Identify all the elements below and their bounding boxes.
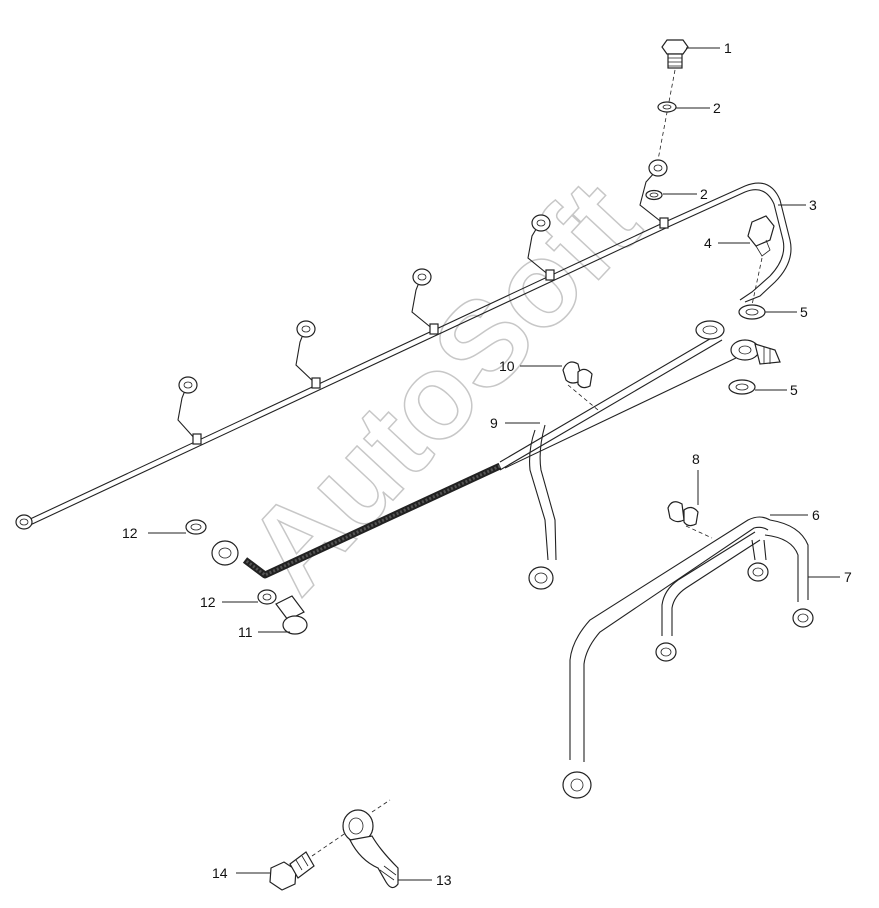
- callout-13: 13: [398, 872, 452, 888]
- callout-3: 3: [778, 197, 817, 213]
- banjo-elbow-13: [342, 809, 399, 889]
- sealing-washer-12-lower: [257, 589, 277, 605]
- callout-2-lower: 2: [663, 186, 708, 202]
- svg-text:12: 12: [122, 525, 138, 541]
- sealing-washer-lower: [645, 189, 663, 201]
- callout-5-lower: 5: [755, 382, 798, 398]
- callout-11: 11: [238, 624, 290, 640]
- svg-text:5: 5: [790, 382, 798, 398]
- svg-text:4: 4: [704, 235, 712, 251]
- return-pipe-6: [562, 516, 771, 799]
- return-pipe-assembly: [499, 320, 737, 590]
- sealing-washer-5-upper: [738, 304, 766, 320]
- svg-text:12: 12: [200, 594, 216, 610]
- sealing-washer-5-lower: [728, 379, 756, 395]
- callout-12-lower: 12: [200, 594, 258, 610]
- svg-text:13: 13: [436, 872, 452, 888]
- callout-6: 6: [770, 507, 820, 523]
- svg-text:9: 9: [490, 415, 498, 431]
- sealing-washer-12-upper: [185, 519, 207, 535]
- banjo-bolt-top: [661, 39, 689, 69]
- callout-2-upper: 2: [676, 100, 721, 116]
- callout-1: 1: [686, 40, 732, 56]
- callout-12-upper: 12: [122, 525, 186, 541]
- callout-5-upper: 5: [765, 304, 808, 320]
- braided-fuel-hose: [211, 462, 502, 579]
- injector-fuel-rail: [15, 159, 792, 530]
- watermark: AutoSoft: [221, 156, 664, 618]
- callout-14: 14: [212, 865, 270, 881]
- svg-text:3: 3: [809, 197, 817, 213]
- svg-text:7: 7: [844, 569, 852, 585]
- sealing-washer-top: [657, 101, 677, 113]
- banjo-bolt-4: [747, 215, 775, 257]
- callout-10: 10: [499, 358, 562, 374]
- svg-text:8: 8: [692, 451, 700, 467]
- svg-text:2: 2: [713, 100, 721, 116]
- banjo-bolt-11: [275, 595, 308, 635]
- svg-text:6: 6: [812, 507, 820, 523]
- pipe-clip-8: [667, 501, 699, 527]
- callout-4: 4: [704, 235, 750, 251]
- svg-text:2: 2: [700, 186, 708, 202]
- callout-7: 7: [808, 569, 852, 585]
- hose-clip-10: [562, 361, 593, 389]
- svg-text:10: 10: [499, 358, 515, 374]
- return-pipe-7: [747, 519, 814, 628]
- svg-text:11: 11: [238, 624, 253, 640]
- svg-text:14: 14: [212, 865, 228, 881]
- banjo-bolt-14: [269, 851, 315, 891]
- callout-9: 9: [490, 415, 540, 431]
- callout-8: 8: [692, 451, 700, 505]
- tee-fitting: [730, 339, 781, 365]
- svg-text:5: 5: [800, 304, 808, 320]
- svg-text:1: 1: [724, 40, 732, 56]
